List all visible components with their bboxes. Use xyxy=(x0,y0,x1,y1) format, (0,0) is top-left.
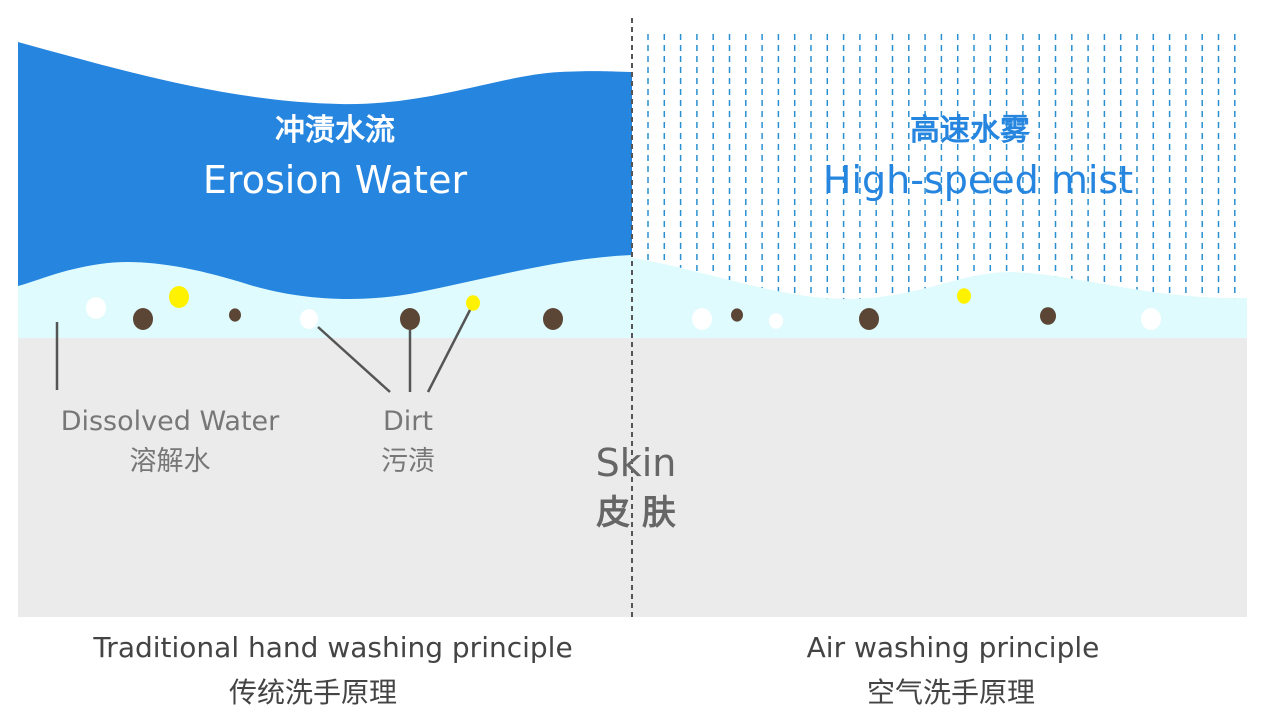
yellow-dirt-particle xyxy=(169,286,189,308)
left-caption-en: Traditional hand washing principle xyxy=(92,631,572,664)
white-particle xyxy=(300,309,318,329)
dissolved-water-label-en: Dissolved Water xyxy=(61,406,280,437)
erosion-water-wave xyxy=(18,42,632,300)
erosion-water-title-cn: 冲渍水流 xyxy=(275,113,395,148)
skin-label-en: Skin xyxy=(596,441,677,485)
white-particle xyxy=(692,308,712,330)
dirt-label-cn: 污渍 xyxy=(381,446,435,477)
dirt-leader-line-1 xyxy=(317,326,391,393)
white-particle xyxy=(86,297,106,319)
high-speed-mist-lines xyxy=(647,34,1236,300)
dirt-leader-line-3 xyxy=(426,309,472,393)
right-dissolved-water-layer xyxy=(632,258,1247,338)
white-particle xyxy=(769,313,783,329)
brown-dirt-particle xyxy=(859,308,879,330)
mist-title-cn: 高速水雾 xyxy=(910,113,1031,148)
brown-dirt-particle xyxy=(133,308,153,330)
dissolved-water-label-cn: 溶解水 xyxy=(130,446,211,477)
erosion-water-title-en: Erosion Water xyxy=(203,158,468,202)
mist-title-en: High-speed mist xyxy=(823,158,1133,202)
right-caption-cn: 空气洗手原理 xyxy=(867,676,1035,709)
leader-lines xyxy=(55,309,472,393)
dirt-label-en: Dirt xyxy=(383,406,433,437)
yellow-dirt-particle xyxy=(466,295,480,311)
yellow-dirt-particle xyxy=(957,288,971,304)
brown-dirt-particle xyxy=(229,308,241,322)
brown-dirt-particle xyxy=(400,308,420,330)
skin-label-cn: 皮 肤 xyxy=(596,493,676,533)
brown-dirt-particle xyxy=(543,308,563,330)
left-caption-cn: 传统洗手原理 xyxy=(229,676,397,709)
brown-dirt-particle xyxy=(731,308,743,322)
white-particle xyxy=(1141,308,1161,330)
brown-dirt-particle xyxy=(1040,307,1056,325)
right-caption-en: Air washing principle xyxy=(807,631,1100,664)
dirt-particles xyxy=(86,286,1161,330)
